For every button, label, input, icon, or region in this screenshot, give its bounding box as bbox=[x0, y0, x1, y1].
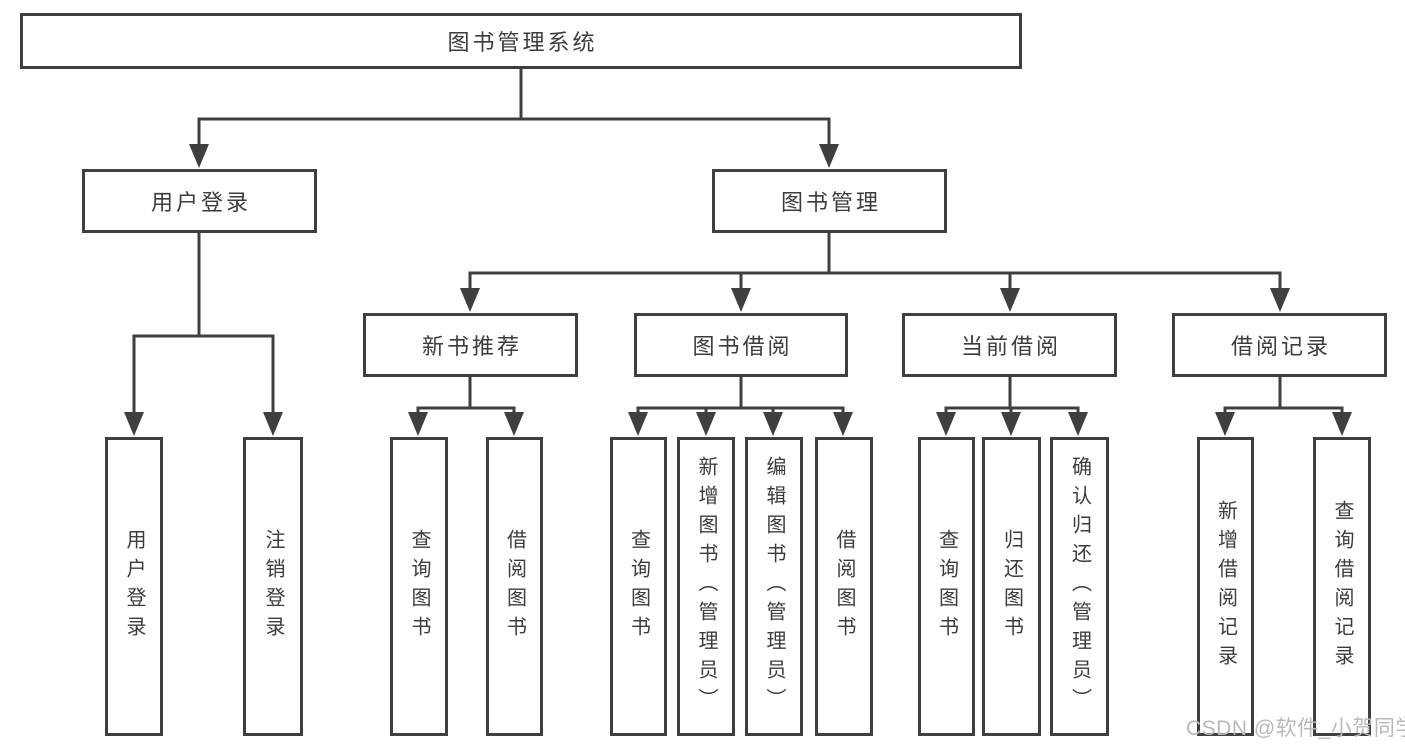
node-add-book-admin: 新增图书（管理员） bbox=[677, 437, 735, 736]
node-book-management: 图书管理 bbox=[712, 169, 947, 233]
node-borrowing-records: 借阅记录 bbox=[1172, 313, 1387, 377]
watermark: CSDN @软件_小贺同学 bbox=[1186, 717, 1405, 740]
node-user-login: 用户登录 bbox=[82, 169, 317, 233]
node-add-borrow-record: 新增借阅记录 bbox=[1197, 437, 1254, 736]
node-query-books-current: 查询图书 bbox=[918, 437, 975, 736]
node-book-borrowing: 图书借阅 bbox=[634, 313, 848, 377]
node-borrow-books-borrowing: 借阅图书 bbox=[815, 437, 873, 736]
node-return-books: 归还图书 bbox=[982, 437, 1041, 736]
node-current-borrowing: 当前借阅 bbox=[902, 313, 1117, 377]
node-borrow-books-recommend: 借阅图书 bbox=[486, 437, 543, 736]
node-query-books-recommend: 查询图书 bbox=[390, 437, 448, 736]
node-query-borrow-record: 查询借阅记录 bbox=[1313, 437, 1371, 736]
node-new-book-recommend: 新书推荐 bbox=[363, 313, 578, 377]
node-confirm-return-admin: 确认归还（管理员） bbox=[1050, 437, 1109, 736]
node-library-system: 图书管理系统 bbox=[20, 13, 1022, 69]
node-edit-book-admin: 编辑图书（管理员） bbox=[745, 437, 803, 736]
node-user-login-leaf: 用户登录 bbox=[105, 437, 163, 736]
node-logout: 注销登录 bbox=[243, 437, 303, 736]
node-query-books-borrowing: 查询图书 bbox=[610, 437, 667, 736]
arrowhead-icons bbox=[124, 144, 1352, 436]
